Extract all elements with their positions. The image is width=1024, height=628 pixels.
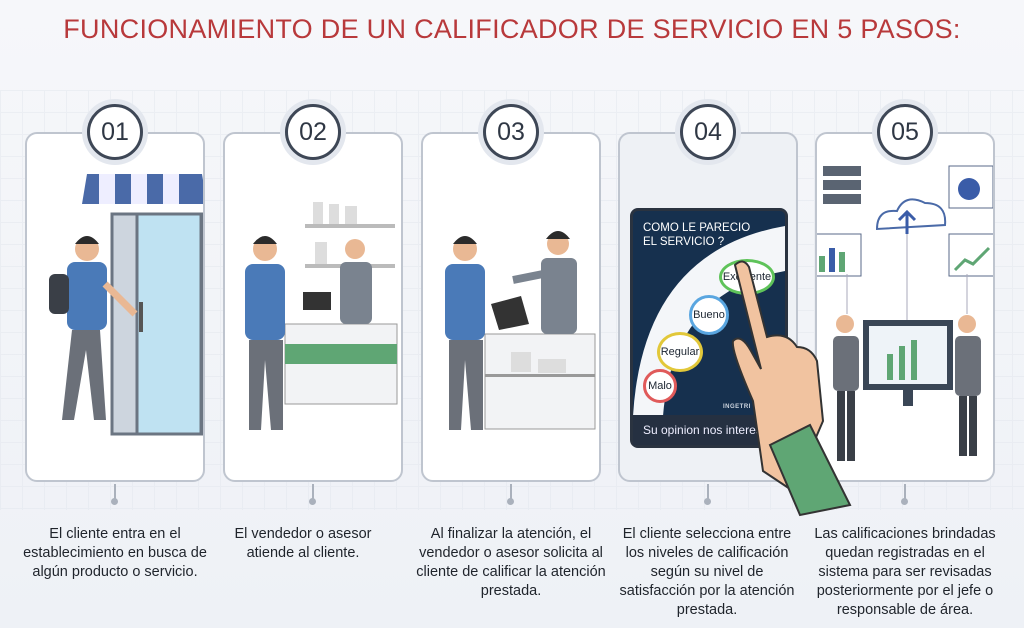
connector [309, 498, 316, 505]
connector [507, 498, 514, 505]
step-3-card [421, 132, 601, 482]
step-1-number: 01 [87, 104, 143, 160]
option-regular[interactable]: Regular [657, 332, 703, 372]
option-excelente[interactable]: Excelente [719, 259, 775, 295]
connector [707, 484, 709, 502]
step-5-card [815, 132, 995, 482]
salesperson-attending-illustration [245, 202, 398, 430]
step-1-caption: El cliente entra en el establecimiento e… [23, 526, 207, 580]
page-title: FUNCIONAMIENTO DE UN CALIFICADOR DE SERV… [63, 14, 961, 44]
connector [904, 484, 906, 502]
step-4-card: COMO LE PARECIO EL SERVICIO ? Excelente … [618, 132, 798, 482]
step-5-number: 05 [877, 104, 933, 160]
step-4-caption: El cliente selecciona entre los niveles … [619, 526, 795, 618]
connector [114, 484, 116, 502]
step-3-number: 03 [483, 104, 539, 160]
rating-request-illustration [445, 231, 596, 430]
reporting-system-illustration [817, 165, 993, 461]
connector [704, 498, 711, 505]
device-brand: INGETRI [723, 404, 751, 410]
device-footer: Su opinion nos interesa [633, 415, 785, 445]
connector [901, 498, 908, 505]
step-3-caption: Al finalizar la atención, el vendedor o … [416, 526, 606, 599]
connector [312, 484, 314, 502]
option-malo[interactable]: Malo [643, 369, 677, 403]
rating-device-screen[interactable]: COMO LE PARECIO EL SERVICIO ? Excelente … [630, 208, 788, 448]
connector [111, 498, 118, 505]
step-5-caption: Las calificaciones brindadas quedan regi… [814, 526, 996, 618]
device-question: COMO LE PARECIO EL SERVICIO ? [643, 222, 751, 248]
step-2-number: 02 [285, 104, 341, 160]
step-4-number: 04 [680, 104, 736, 160]
step-2-card [223, 132, 403, 482]
store-entrance-illustration [49, 174, 203, 436]
connector [510, 484, 512, 502]
step-2-caption: El vendedor o asesor atiende al cliente. [234, 526, 372, 561]
option-bueno[interactable]: Bueno [689, 295, 729, 335]
step-1-card [25, 132, 205, 482]
